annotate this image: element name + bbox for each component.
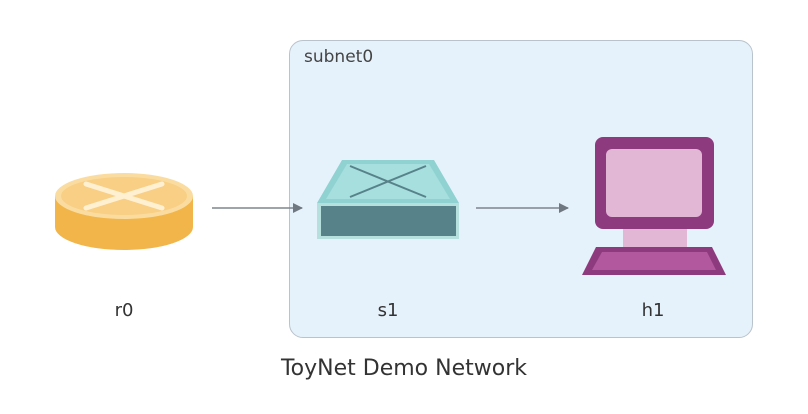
node-label-r0: r0: [114, 300, 134, 321]
switch-icon[interactable]: [317, 160, 459, 239]
router-icon[interactable]: [55, 173, 193, 250]
node-label-h1: h1: [641, 300, 665, 321]
diagram-title: ToyNet Demo Network: [280, 356, 527, 381]
host-computer-icon[interactable]: [582, 137, 726, 275]
subnet-label: subnet0: [304, 47, 374, 67]
node-label-s1: s1: [377, 300, 399, 321]
